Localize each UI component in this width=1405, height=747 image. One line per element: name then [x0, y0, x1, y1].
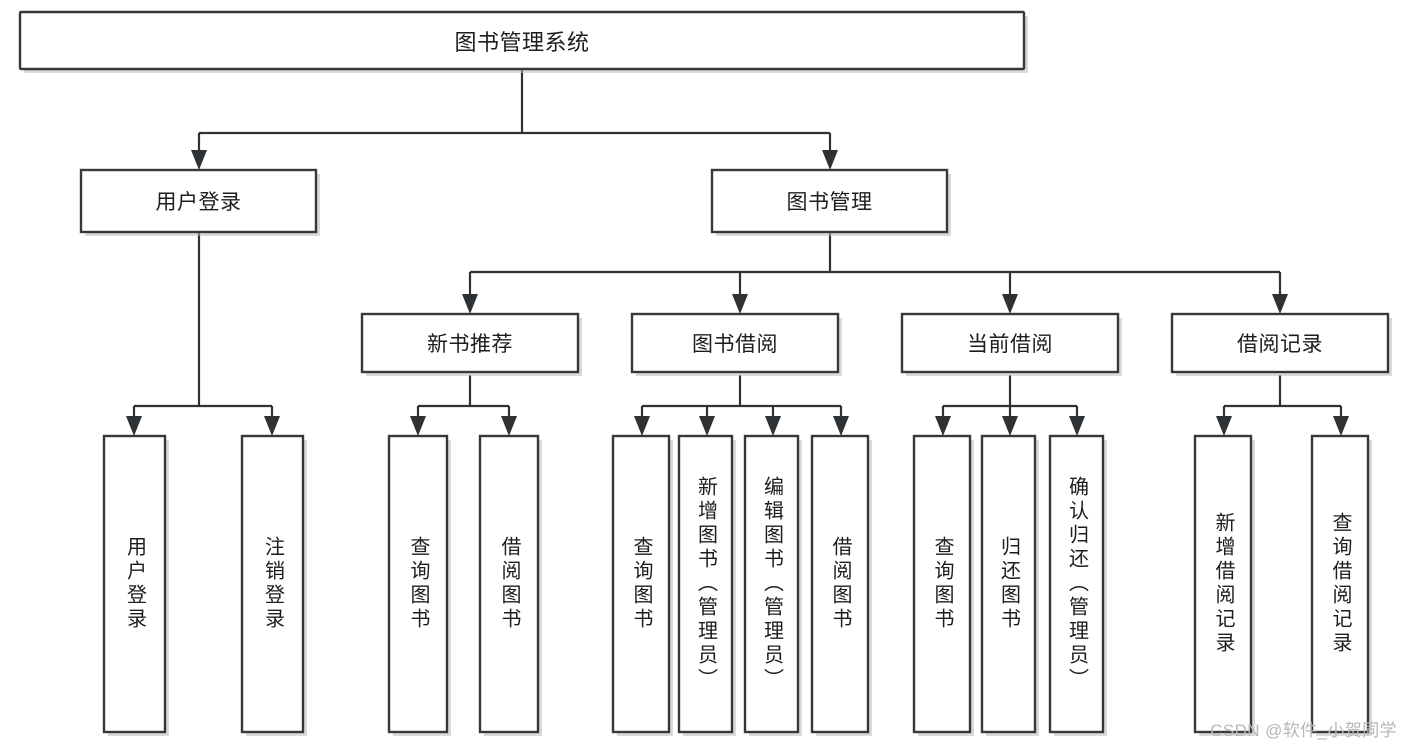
node-box-leaf-confirm-return[interactable]	[1048, 434, 1105, 734]
arrow-to-leaf-return-book	[1002, 416, 1018, 436]
node-box-new-book-recommend[interactable]	[360, 312, 580, 374]
node-box-borrow-record[interactable]	[1170, 312, 1390, 374]
arrow-to-leaf-confirm-return	[1069, 416, 1085, 436]
arrow-to-leaf-user-login	[126, 416, 142, 436]
arrow-to-leaf-query-book-b	[634, 416, 650, 436]
arrow-to-leaf-logout	[264, 416, 280, 436]
arrow-to-book-borrow	[732, 294, 748, 314]
node-layer	[18, 10, 1392, 736]
node-box-book-manage[interactable]	[710, 168, 949, 234]
node-box-leaf-add-record[interactable]	[1193, 434, 1253, 734]
arrow-to-leaf-query-record	[1333, 416, 1349, 436]
watermark-text: CSDN @软件_小贺同学	[1210, 721, 1397, 740]
node-box-user-login[interactable]	[79, 168, 318, 234]
node-box-root[interactable]	[18, 10, 1026, 71]
node-box-leaf-logout[interactable]	[240, 434, 305, 734]
connector-layer	[126, 69, 1349, 436]
node-box-leaf-query-book-b[interactable]	[611, 434, 671, 734]
node-box-leaf-add-book[interactable]	[677, 434, 734, 734]
arrow-to-borrow-record	[1272, 294, 1288, 314]
node-box-leaf-borrow-book-a[interactable]	[478, 434, 540, 734]
arrow-to-leaf-add-book	[699, 416, 715, 436]
arrow-to-leaf-query-book-c	[935, 416, 951, 436]
arrow-to-leaf-query-book-a	[410, 416, 426, 436]
node-box-leaf-query-book-c[interactable]	[912, 434, 972, 734]
arrow-root-to-user-login	[191, 150, 207, 170]
node-box-leaf-return-book[interactable]	[980, 434, 1037, 734]
node-box-leaf-user-login[interactable]	[102, 434, 167, 734]
arrow-to-leaf-edit-book	[765, 416, 781, 436]
node-box-leaf-borrow-book-b[interactable]	[810, 434, 870, 734]
node-box-leaf-query-book-a[interactable]	[387, 434, 449, 734]
arrow-root-to-book-manage	[822, 150, 838, 170]
arrow-to-leaf-borrow-book-b	[833, 416, 849, 436]
node-box-leaf-query-record[interactable]	[1310, 434, 1370, 734]
arrow-to-new-book-rec	[462, 294, 478, 314]
arrow-to-current-borrow	[1002, 294, 1018, 314]
node-box-book-borrow[interactable]	[630, 312, 840, 374]
node-box-leaf-edit-book[interactable]	[743, 434, 800, 734]
arrow-to-leaf-borrow-book-a	[501, 416, 517, 436]
arrow-to-leaf-add-record	[1216, 416, 1232, 436]
node-box-current-borrow[interactable]	[900, 312, 1120, 374]
